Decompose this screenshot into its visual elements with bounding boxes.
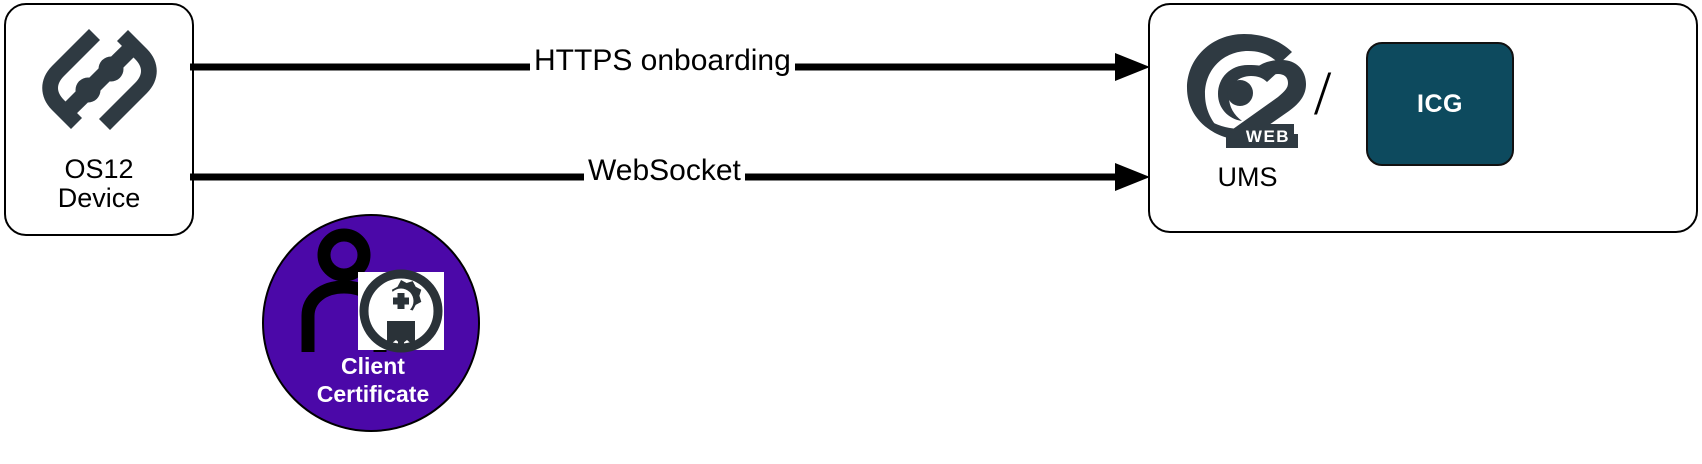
node-label-ums: UMS <box>1217 162 1278 192</box>
user-with-certificate-icon <box>301 228 446 358</box>
divider-slash: / <box>1314 60 1332 128</box>
icg-badge-label: ICG <box>1417 89 1463 118</box>
icg-badge[interactable]: ICG <box>1366 42 1514 166</box>
node-os12-device[interactable] <box>4 3 194 236</box>
connector-label-websocket: WebSocket <box>584 155 745 187</box>
sophos-s-logo-icon <box>42 22 157 137</box>
client-certificate-node[interactable]: Client Certificate <box>262 214 480 432</box>
connector-label-https-onboarding: HTTPS onboarding <box>530 45 795 77</box>
sophos-web-swirl-logo-icon: WEB <box>1182 30 1312 152</box>
node-label-os12-device: OS12 Device <box>57 154 141 213</box>
svg-text:WEB: WEB <box>1246 127 1290 146</box>
client-certificate-label: Client Certificate <box>316 353 430 407</box>
